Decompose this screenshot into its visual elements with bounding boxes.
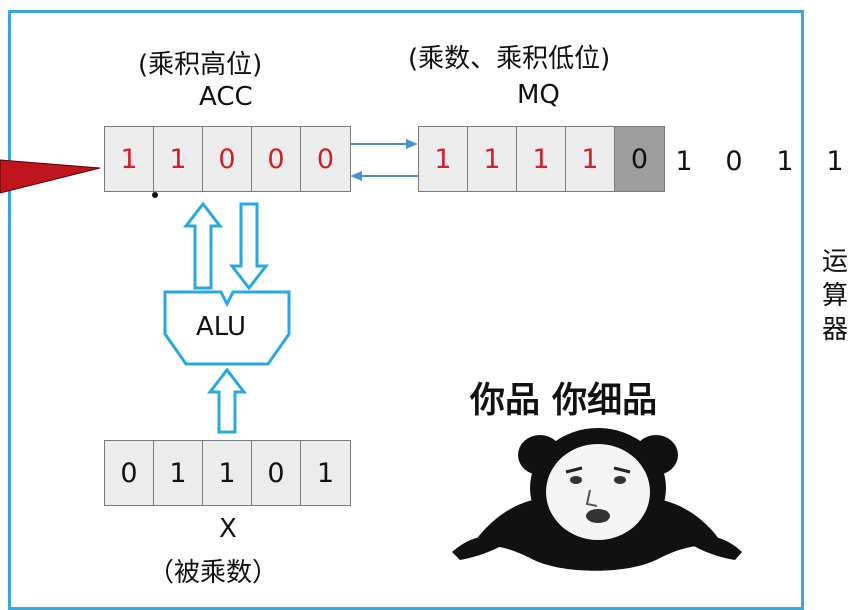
acc-to-alu-arrow — [228, 202, 270, 291]
x-bit: 1 — [203, 441, 252, 505]
acc-to-mq-arrowhead — [406, 139, 418, 149]
acc-label: ACC — [199, 82, 253, 112]
x-to-alu-arrow — [206, 367, 248, 434]
alu-label: ALU — [196, 312, 247, 342]
mq-bit: 1 — [566, 127, 615, 191]
mq-trailing-bit: 0 — [725, 146, 743, 177]
acc-bit: 0 — [203, 127, 252, 191]
mq-label: MQ — [517, 80, 560, 110]
side-label-text: 运 算 器 — [821, 247, 848, 345]
acc-register: 1 1 0 0 0 — [104, 126, 351, 192]
x-bit: 0 — [252, 441, 301, 505]
mq-to-acc-arrowhead — [350, 171, 362, 181]
alu-shape — [163, 290, 291, 366]
arithmetic-unit-label: 运 算 器 — [818, 245, 852, 347]
x-bit: 1 — [154, 441, 203, 505]
meme-caption: 你品 你细品 — [470, 381, 658, 421]
mq-register: 1 1 1 1 0 — [418, 126, 665, 192]
x-caption: （被乘数） — [148, 558, 279, 588]
acc-caption: (乘积高位) — [138, 50, 263, 80]
acc-dot — [152, 192, 158, 198]
mq-trailing-bit: 1 — [776, 146, 794, 177]
red-pointer-arrow — [0, 159, 101, 194]
acc-bit: 1 — [105, 127, 154, 191]
mq-trailing-bit: 1 — [826, 146, 844, 177]
mq-bit-shaded: 0 — [615, 127, 664, 191]
x-label: X — [219, 514, 237, 544]
acc-bit: 1 — [154, 127, 203, 191]
mq-bit: 1 — [419, 127, 468, 191]
alu-to-acc-arrow — [182, 201, 224, 290]
x-bit: 1 — [301, 441, 350, 505]
mq-trailing-bit: 1 — [675, 146, 693, 177]
mq-bit: 1 — [517, 127, 566, 191]
acc-bit: 0 — [252, 127, 301, 191]
mq-caption: (乘数、乘积低位) — [408, 44, 611, 74]
x-bit: 0 — [105, 441, 154, 505]
mq-bit: 1 — [468, 127, 517, 191]
panda-meme-image — [452, 428, 742, 571]
x-register: 0 1 1 0 1 — [104, 440, 351, 506]
acc-bit: 0 — [301, 127, 350, 191]
